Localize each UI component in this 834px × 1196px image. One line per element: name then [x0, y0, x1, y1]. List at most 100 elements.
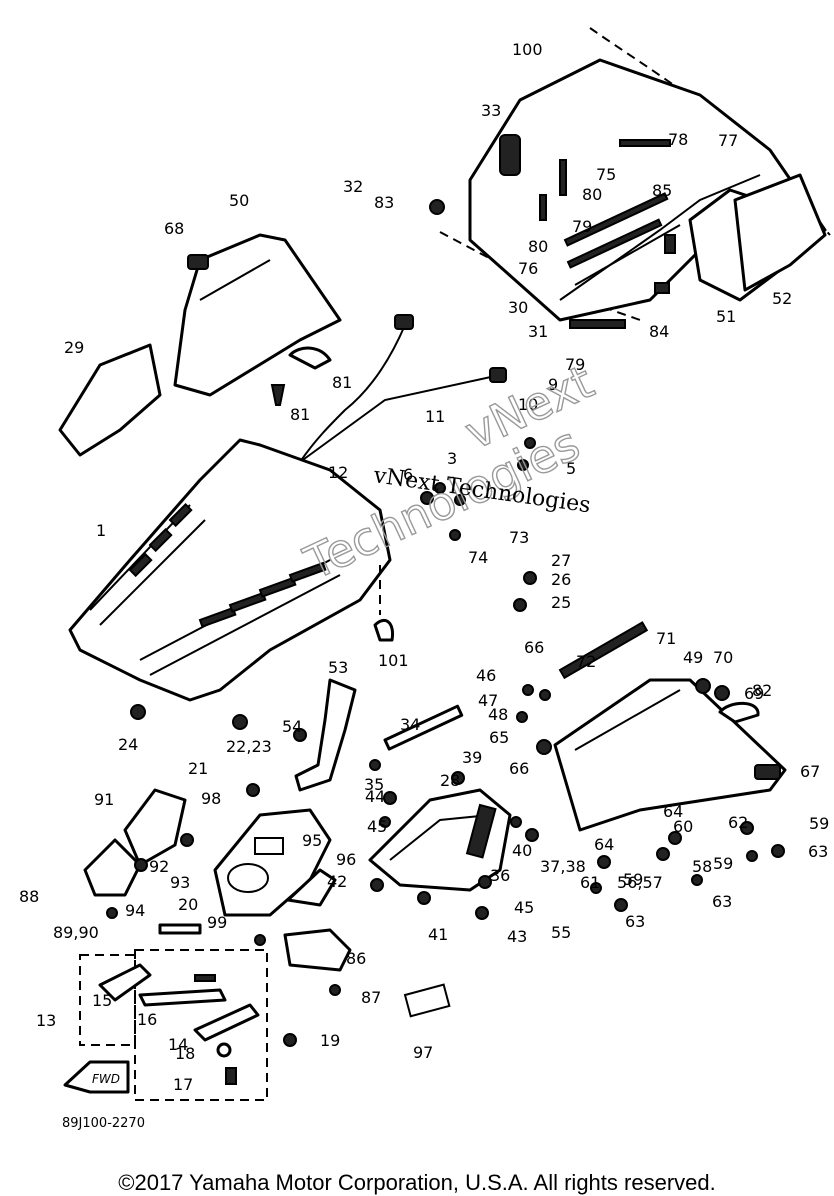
callout-53: 53: [328, 658, 348, 677]
callout-93: 93: [170, 873, 190, 892]
callout-101: 101: [378, 651, 409, 670]
callout-94: 94: [125, 901, 145, 920]
callout-99: 99: [207, 913, 227, 932]
callout-64: 64: [663, 802, 683, 821]
callout-89-90: 89,90: [53, 923, 99, 942]
callout-31: 31: [528, 322, 548, 341]
callout-22-23: 22,23: [226, 737, 272, 756]
callout-74: 74: [468, 548, 488, 567]
callout-64: 64: [594, 835, 614, 854]
callout-45: 45: [514, 898, 534, 917]
bolt-17: [225, 1067, 237, 1085]
callout-66: 66: [524, 638, 544, 657]
callout-27: 27: [551, 551, 571, 570]
callout-66: 66: [509, 759, 529, 778]
callout-55: 55: [551, 923, 571, 942]
callout-81: 81: [332, 373, 352, 392]
pod-92: [83, 838, 142, 897]
callout-43: 43: [507, 927, 527, 946]
callout-61: 61: [580, 873, 600, 892]
callout-42: 42: [327, 872, 347, 891]
trim-strip-74: [558, 621, 649, 680]
clip-83: [288, 346, 332, 370]
hood-vent-slots: [128, 503, 327, 628]
callout-10: 10: [518, 395, 538, 414]
connector-top: [394, 314, 414, 330]
callout-37-38: 37,38: [540, 857, 586, 876]
trim-strip-81: [569, 319, 626, 329]
lamp-70: [754, 764, 781, 780]
clip-87: [654, 282, 670, 294]
callout-33: 33: [481, 101, 501, 120]
windshield-assembly: [429, 27, 831, 329]
callout-54: 54: [282, 717, 302, 736]
callout-6: 6: [403, 465, 413, 484]
callout-13: 13: [36, 1011, 56, 1030]
callout-21: 21: [188, 759, 208, 778]
callout-100: 100: [512, 40, 543, 59]
callout-69: 69: [744, 684, 764, 703]
callout-96: 96: [336, 850, 356, 869]
callout-30: 30: [508, 298, 528, 317]
callout-68: 68: [164, 219, 184, 238]
callout-86: 86: [346, 949, 366, 968]
strip-37-38: [383, 704, 464, 751]
callout-63: 63: [712, 892, 732, 911]
callout-98: 98: [201, 789, 221, 808]
callout-76: 76: [518, 259, 538, 278]
callout-85: 85: [652, 181, 672, 200]
fwd-label: FWD: [92, 1072, 120, 1086]
pod-94: [123, 788, 187, 867]
callout-20: 20: [178, 895, 198, 914]
connector-right: [489, 367, 507, 383]
trim-strip-80: [619, 139, 671, 147]
callout-77: 77: [718, 131, 738, 150]
callout-71: 71: [656, 629, 676, 648]
callout-88: 88: [19, 887, 39, 906]
arm-14: [193, 1003, 260, 1042]
washer-18: [216, 1042, 232, 1058]
box-29: [368, 788, 512, 892]
callout-63: 63: [808, 842, 828, 861]
group-13-box-right: [134, 949, 268, 1101]
callout-48: 48: [488, 705, 508, 724]
trim-strip-80b: [539, 194, 547, 221]
upper-cover-panel: [173, 233, 342, 397]
callout-labels: 1356910111213141516171819202122,23242526…: [0, 0, 829, 1094]
bracket-56-57: [294, 678, 357, 792]
forward-direction-arrow: FWD: [63, 1060, 130, 1094]
callout-95: 95: [302, 831, 322, 850]
callout-73: 73: [509, 528, 529, 547]
arm-16: [138, 988, 227, 1007]
callout-56-57: 56,57: [617, 873, 663, 892]
callout-51: 51: [716, 307, 736, 326]
callout-84: 84: [649, 322, 669, 341]
callout-29: 29: [64, 338, 84, 357]
callout-5: 5: [566, 459, 576, 478]
callout-102: 102: [0, 0, 31, 4]
callout-41: 41: [428, 925, 448, 944]
callout-62: 62: [728, 813, 748, 832]
callout-45: 45: [367, 817, 387, 836]
arm-15: [98, 963, 152, 1002]
callout-36: 36: [490, 866, 510, 885]
callout-39: 39: [462, 748, 482, 767]
callout-65: 65: [489, 728, 509, 747]
callout-67: 67: [800, 762, 820, 781]
dash-panel-98: [213, 808, 332, 917]
callout-92: 92: [149, 857, 169, 876]
callout-47: 47: [478, 691, 498, 710]
callout-26: 26: [551, 570, 571, 589]
callout-32: 32: [343, 177, 363, 196]
trim-strip-79: [566, 218, 663, 269]
callout-58: 58: [692, 857, 712, 876]
callout-97: 97: [413, 1043, 433, 1062]
callout-9: 9: [548, 375, 558, 394]
callout-79: 79: [572, 217, 592, 236]
callout-15: 15: [92, 991, 112, 1010]
callout-60: 60: [673, 817, 693, 836]
spring-19: [194, 974, 216, 982]
callout-11: 11: [425, 407, 445, 426]
callout-82: 82: [752, 681, 772, 700]
